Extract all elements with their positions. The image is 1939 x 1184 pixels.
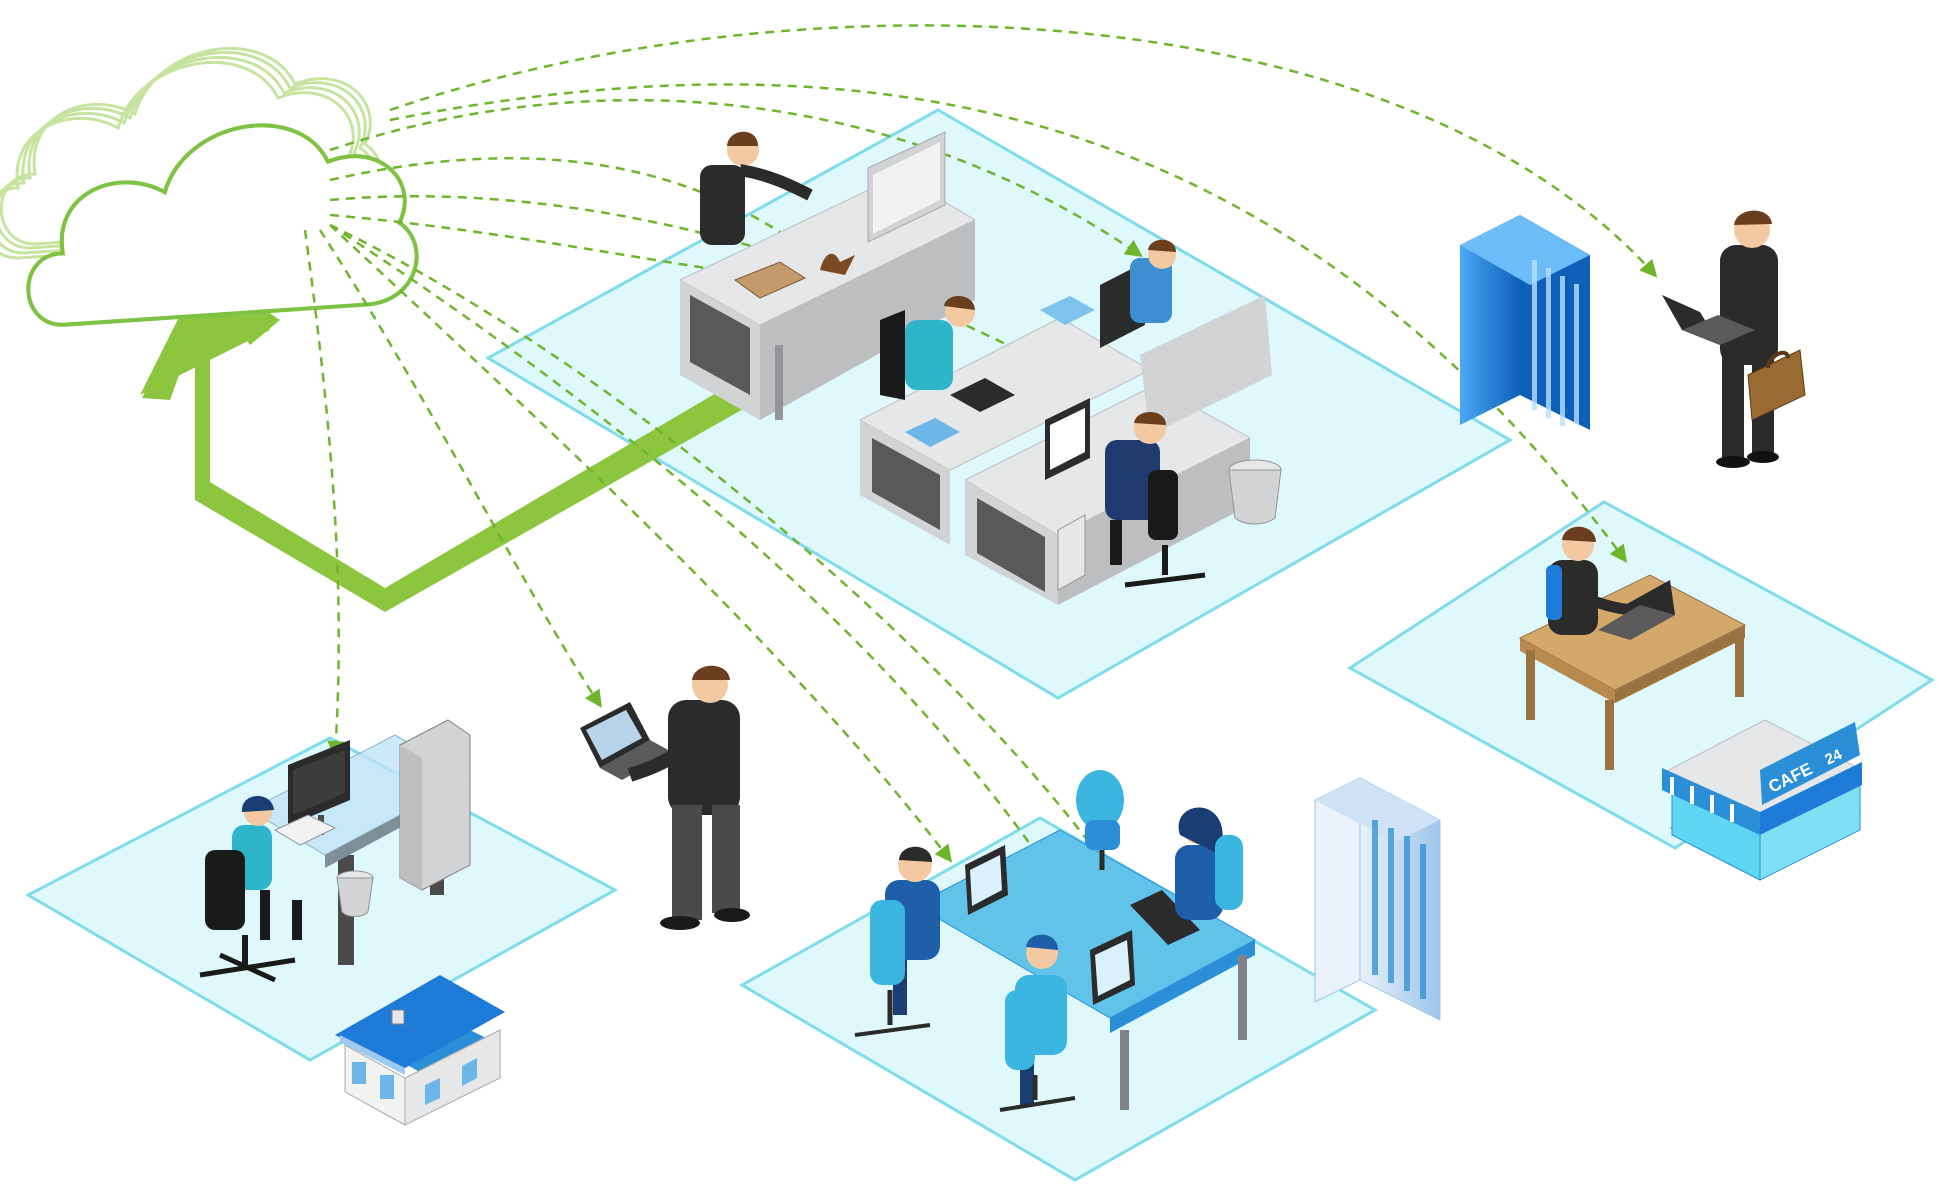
home-worker (232, 795, 302, 940)
building-icon (1314, 777, 1441, 1021)
link-to-coworker-2 (329, 223, 1092, 939)
coworker-3 (1175, 807, 1243, 920)
office-worker-2 (880, 295, 975, 400)
book-icon (1040, 296, 1095, 325)
office-chair-icon (854, 900, 931, 1037)
house-icon (335, 975, 505, 1126)
cafe-icon: CAFE 24 (1662, 719, 1864, 881)
link-to-coworker-1 (329, 224, 953, 863)
link-to-cafe-worker (389, 83, 1628, 563)
office-worker-1 (1130, 239, 1176, 323)
office-chair-icon (1076, 770, 1124, 870)
coworker-1 (854, 846, 940, 1037)
laptop-icon (965, 845, 1008, 915)
office-chair-icon (1124, 470, 1206, 588)
office-chair-icon (999, 990, 1076, 1112)
laptop-icon (580, 702, 672, 780)
keyboard-icon (273, 814, 337, 846)
traveling-businessman (1662, 210, 1806, 468)
cloud-icon (0, 47, 419, 327)
link-to-office-desk (329, 213, 759, 282)
coworker-2 (999, 934, 1076, 1112)
mobile-worker (580, 665, 750, 930)
office-chair-icon (1215, 835, 1243, 910)
computer-tower-icon (1057, 514, 1086, 591)
desk-ornament-icon (820, 253, 855, 275)
trash-can-icon (1228, 459, 1282, 525)
cafe-worker (1546, 526, 1631, 635)
laptop-icon (1598, 580, 1675, 640)
document-tray-icon (733, 261, 807, 299)
laptop-icon (1130, 890, 1200, 945)
tablet-icon (950, 378, 1015, 412)
link-to-mobile-worker (318, 229, 602, 708)
coworking (854, 770, 1257, 1112)
link-to-coworker-3 (329, 223, 1132, 903)
briefcase-icon (1747, 349, 1806, 421)
monitor-icon (1045, 398, 1090, 480)
office-manager (700, 131, 813, 245)
home-office (199, 719, 505, 1126)
trash-can-icon (336, 870, 374, 917)
laptop-icon (1090, 930, 1135, 1005)
monitor-icon (867, 131, 946, 243)
laptop-icon (1662, 295, 1755, 345)
computer-tower-icon (399, 719, 471, 891)
link-to-office-desk-tablet (329, 195, 1079, 382)
building-icon (1460, 215, 1590, 430)
office-chair-icon (199, 850, 296, 983)
cafe-remote: CAFE 24 (1518, 526, 1864, 881)
cafe-sign-number: 24 (1822, 746, 1845, 769)
main-office (678, 131, 1282, 605)
book-icon (905, 418, 960, 447)
link-to-home-worker (303, 229, 345, 759)
link-to-office-worker-1 (329, 98, 1143, 257)
office-worker-3 (1105, 411, 1206, 588)
